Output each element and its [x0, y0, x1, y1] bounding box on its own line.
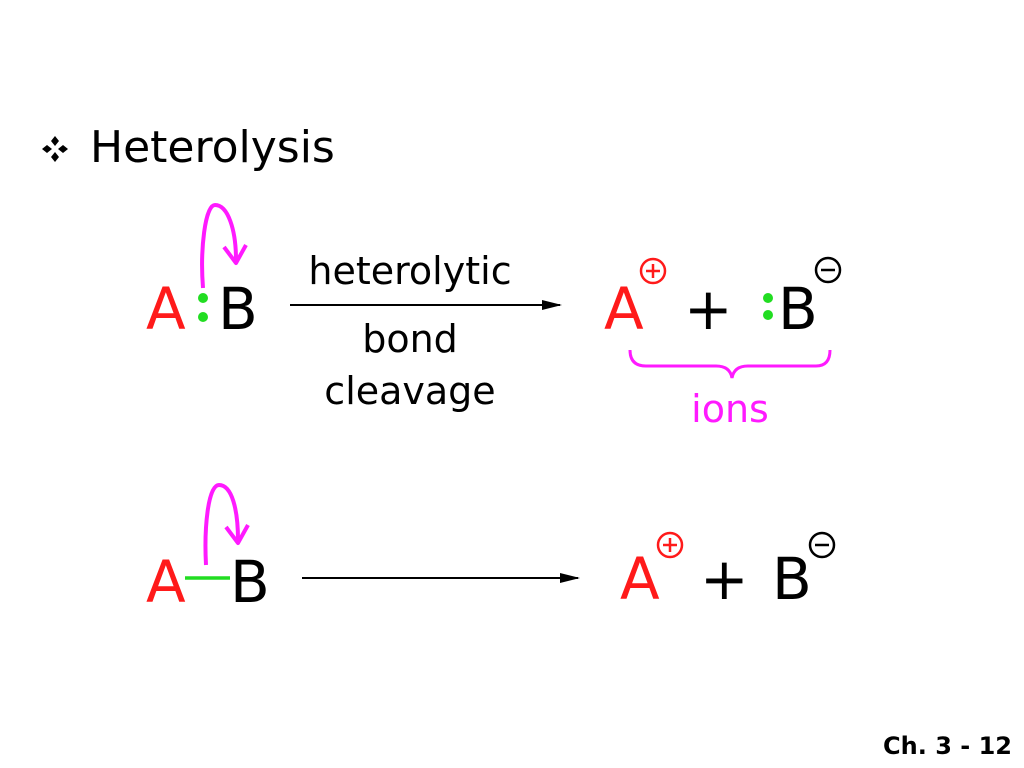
reaction1-negative-charge-icon [814, 256, 842, 284]
reaction2-reactant-a: A [146, 548, 186, 616]
slide-heading: Heterolysis [90, 122, 335, 173]
reaction1-reactant-b: B [218, 275, 258, 343]
reaction1-electron-pair [198, 293, 208, 322]
reaction2-product-a: A [620, 545, 660, 613]
reaction2-plus: + [700, 545, 749, 613]
reaction1-curved-arrow-icon [200, 202, 248, 289]
reaction2-product-b: B [772, 545, 812, 613]
reaction1-arrow-label-top: heterolytic [308, 249, 512, 293]
ions-brace [628, 349, 832, 379]
reaction1-arrow-label-bond: bond [362, 317, 458, 361]
reaction2-positive-charge-icon [656, 531, 684, 559]
slide-number: Ch. 3 - 12 [883, 732, 1012, 760]
reaction1-plus: + [684, 275, 733, 343]
reaction1-reactant-a: A [146, 275, 186, 343]
ions-label: ions [691, 387, 769, 431]
reaction2-negative-charge-icon [808, 531, 836, 559]
reaction1-positive-charge-icon [639, 257, 667, 285]
reaction1-lone-pair [763, 293, 773, 320]
reaction2-curved-arrow-icon [203, 482, 250, 566]
reaction1-product-b: B [778, 275, 818, 343]
reaction1-arrow-label-cleavage: cleavage [324, 369, 496, 413]
reaction1-product-a: A [604, 275, 644, 343]
diamond-bullet-icon [42, 136, 68, 162]
reaction2-reactant-b: B [230, 548, 270, 616]
